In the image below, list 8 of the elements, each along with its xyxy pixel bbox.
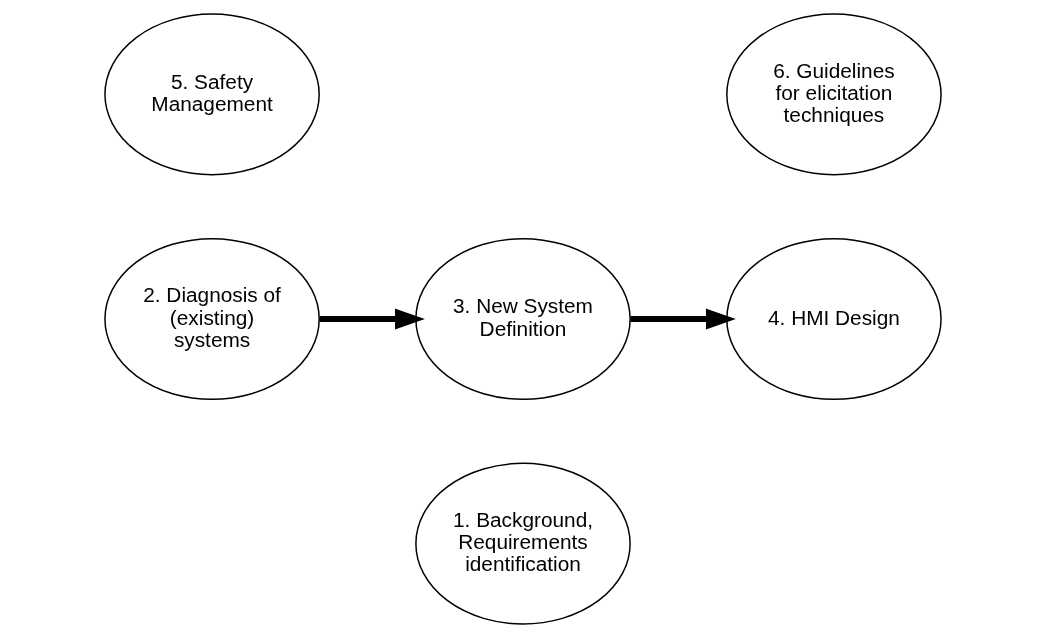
arrow <box>629 308 736 330</box>
node-ellipse: 2. Diagnosis of (existing) systems <box>103 237 320 401</box>
node-ellipse: 1. Background, Requirements identification <box>414 462 631 625</box>
node-ellipse: 5. Safety Management <box>103 13 320 176</box>
node-ellipse: 6. Guidelines for elicitation techniques <box>725 13 942 176</box>
arrow <box>319 308 425 330</box>
node-ellipse: 4. HMI Design <box>725 237 942 401</box>
node-ellipse: 3. New System Definition <box>414 237 631 401</box>
